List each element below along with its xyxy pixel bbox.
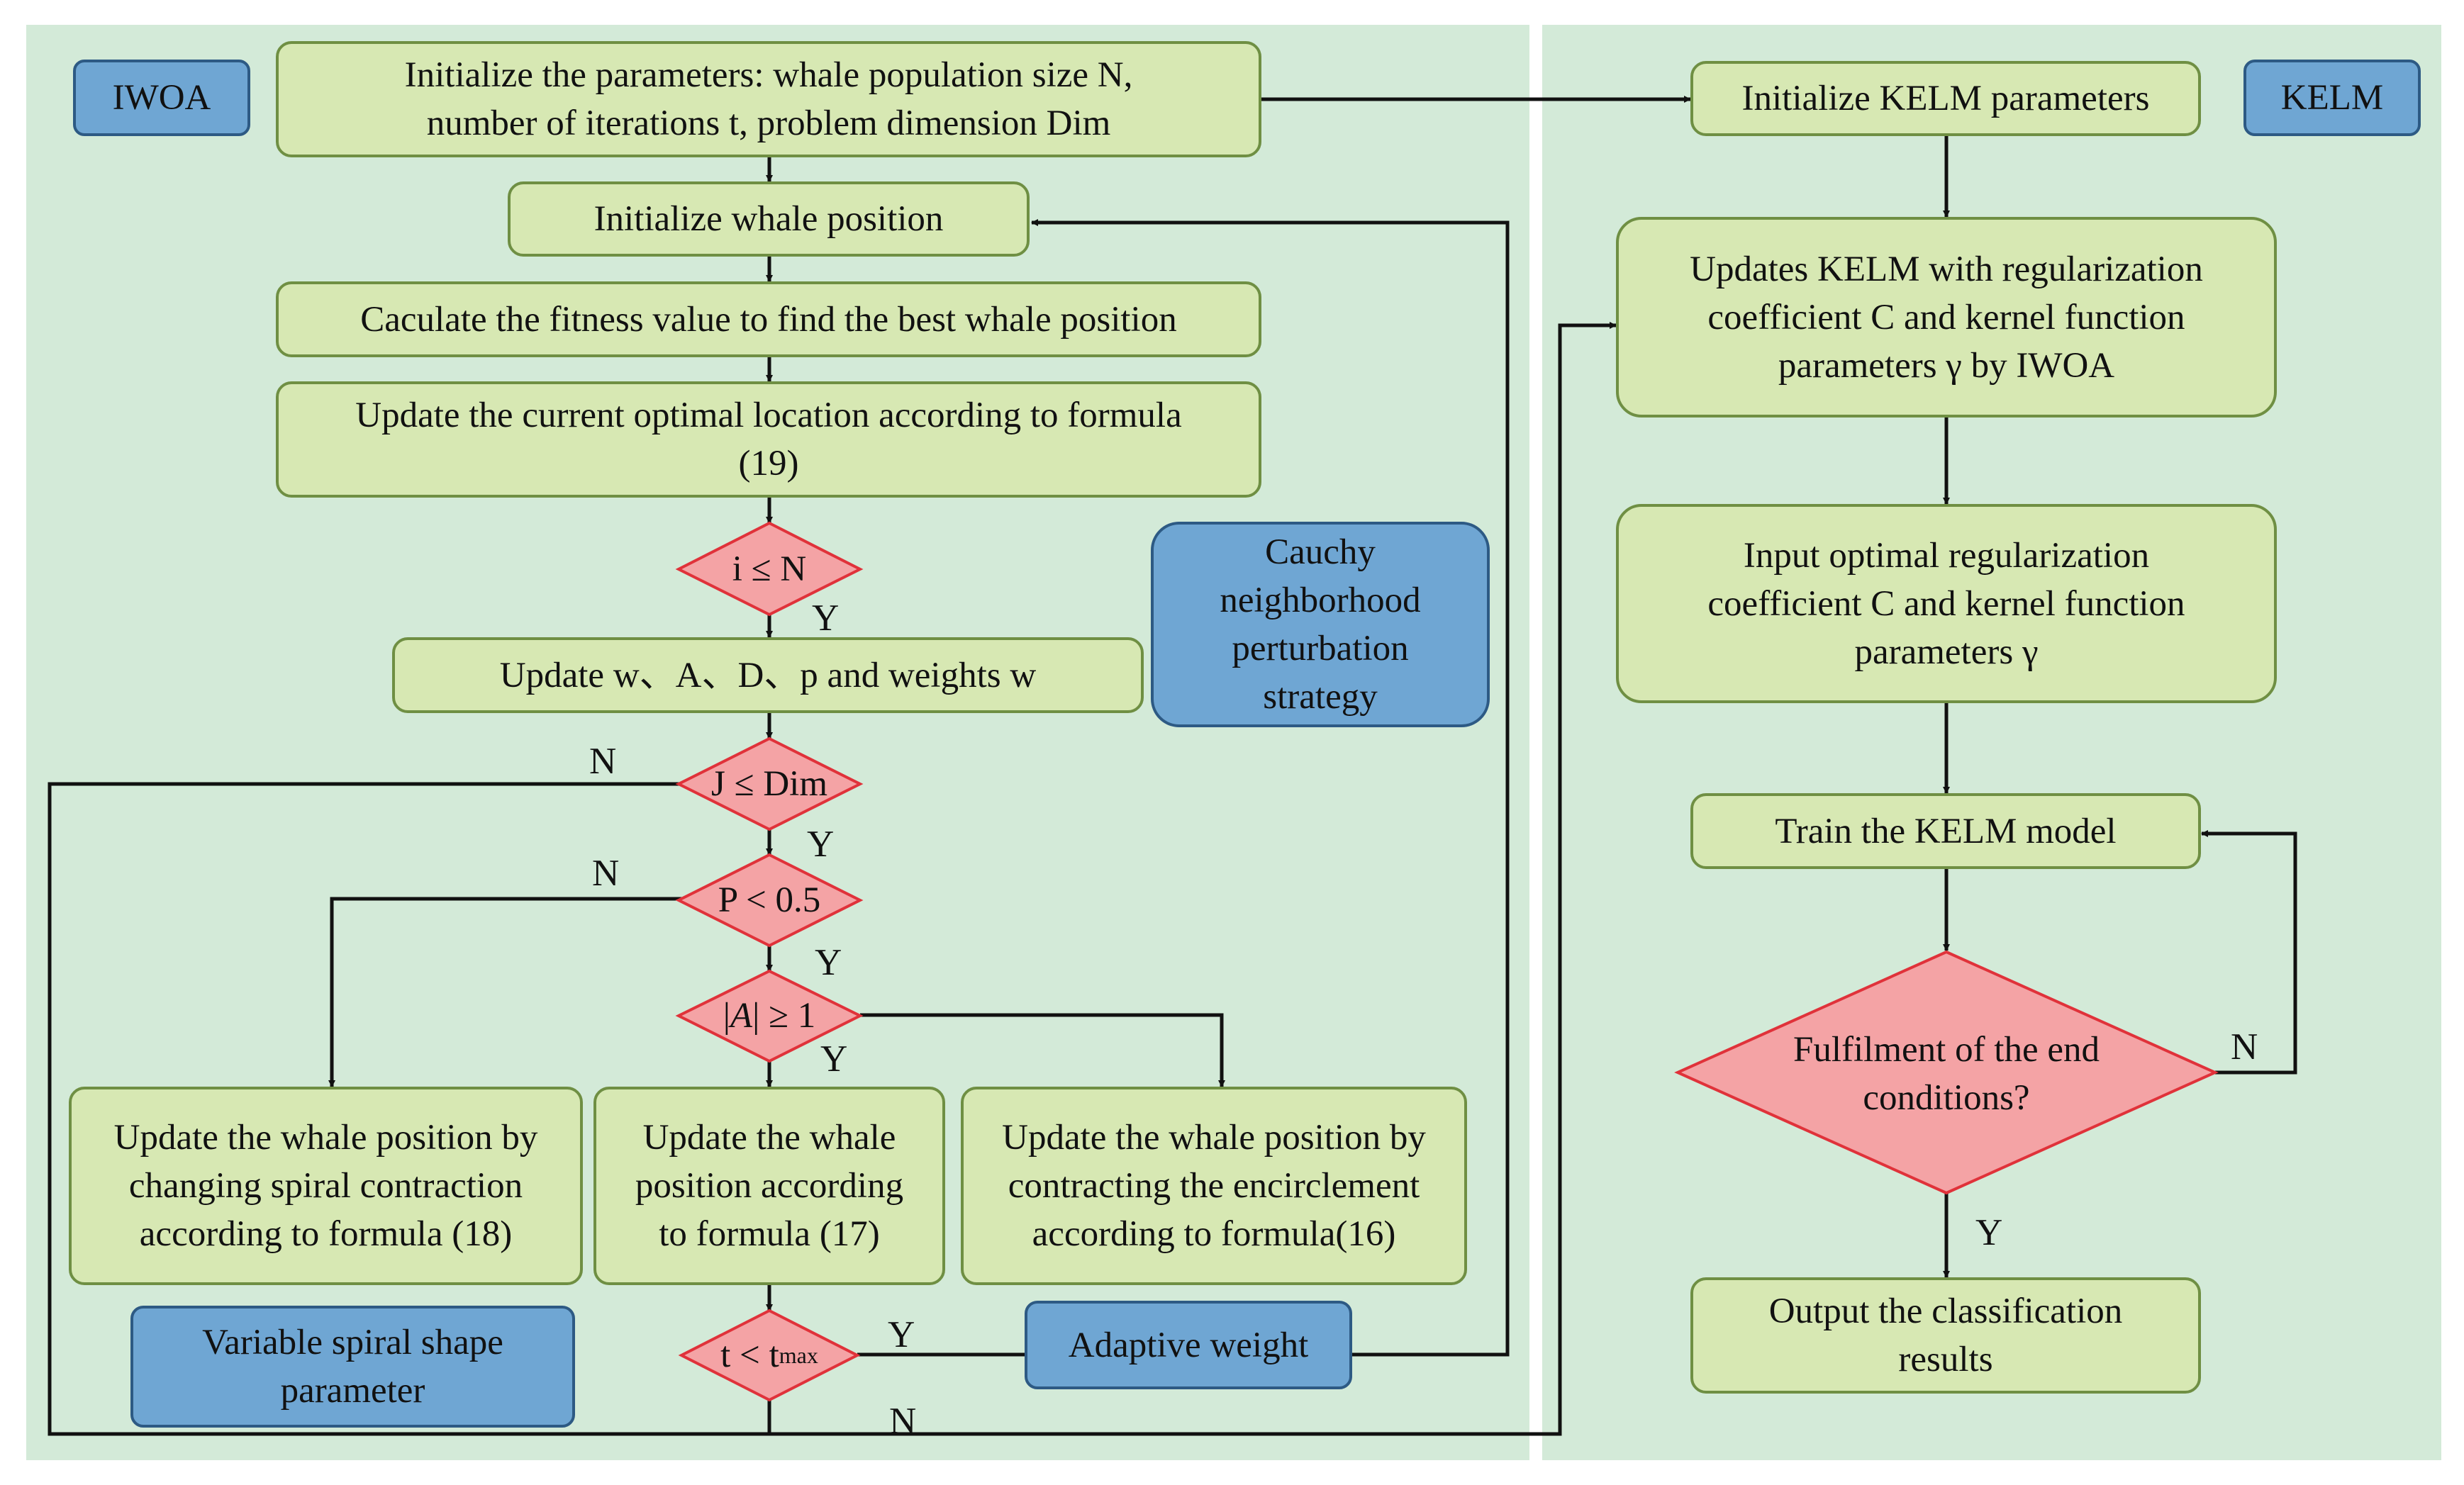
label-n-p: N	[592, 853, 620, 894]
decision-end	[1674, 950, 2219, 1195]
kelm-input-line2: coefficient C and kernel function	[1707, 583, 2185, 624]
decision-a-right: | ≥ 1	[752, 996, 816, 1036]
kelm-update-line2: coefficient C and kernel function	[1707, 297, 2185, 337]
init-parameters-box: Initialize the parameters: whale populat…	[276, 41, 1261, 157]
arrow-t-no-to-kelm	[767, 322, 1617, 1436]
cauchy-strategy-line4: strategy	[1263, 677, 1378, 717]
spiral-update-box: Update the whale position by changing sp…	[69, 1087, 583, 1285]
label-y-p: Y	[815, 942, 842, 983]
label-y-j: Y	[807, 824, 835, 865]
arrow-a-no-to-encircle	[860, 1013, 1225, 1087]
spiral-update-line1: Update the whale position by	[113, 1118, 538, 1158]
update-parameters-box: Update w、A、D、p and weights w	[392, 637, 1144, 713]
arrow-adaptive-to-position	[1031, 219, 1510, 1357]
kelm-output-line1: Output the classification	[1768, 1291, 2123, 1331]
arrow-end-no-to-train	[2201, 830, 2297, 1075]
formula17-update-line3: to formula (17)	[659, 1214, 880, 1254]
label-y-i: Y	[812, 598, 840, 639]
decision-j-dim-label: J ≤ Dim	[710, 764, 827, 804]
update-optimal-line2: (19)	[738, 444, 799, 483]
label-n-end: N	[2231, 1026, 2258, 1067]
formula17-update-line2: position according	[635, 1166, 904, 1206]
arrow-j-no-down	[48, 782, 769, 1436]
spiral-update-line3: according to formula (18)	[139, 1214, 513, 1254]
label-y-t: Y	[888, 1314, 915, 1355]
init-parameters-line1: Initialize the parameters: whale populat…	[404, 55, 1133, 95]
kelm-input-line3: parameters γ	[1854, 632, 2039, 672]
kelm-input-line1: Input optimal regularization	[1743, 535, 2150, 576]
spiral-parameter-line1: Variable spiral shape	[202, 1323, 503, 1362]
adaptive-weight-note: Adaptive weight	[1025, 1301, 1352, 1389]
calc-fitness-box: Caculate the fitness value to find the b…	[276, 281, 1261, 357]
spiral-parameter-note: Variable spiral shape parameter	[130, 1306, 575, 1428]
kelm-train-box: Train the KELM model	[1690, 793, 2201, 869]
decision-end-line1: Fulfilment of the end	[1793, 1030, 2100, 1070]
cauchy-strategy-line1: Cauchy	[1265, 532, 1376, 572]
init-position-box: Initialize whale position	[508, 181, 1030, 257]
kelm-update-box: Updates KELM with regularization coeffic…	[1616, 217, 2277, 418]
update-optimal-box: Update the current optimal location acco…	[276, 381, 1261, 498]
kelm-update-line3: parameters γ by IWOA	[1778, 345, 2115, 386]
kelm-update-line1: Updates KELM with regularization	[1690, 249, 2203, 289]
label-n-t: N	[889, 1401, 917, 1442]
label-y-a: Y	[820, 1038, 848, 1080]
kelm-output-line2: results	[1898, 1340, 1993, 1379]
update-optimal-line1: Update the current optimal location acco…	[355, 396, 1182, 435]
kelm-badge: KELM	[2243, 60, 2421, 136]
decision-p-label: P < 0.5	[718, 880, 821, 920]
label-n-j: N	[589, 741, 617, 782]
iwoa-badge: IWOA	[73, 60, 250, 136]
decision-a-label: |A| ≥ 1	[679, 992, 860, 1040]
decision-end-label: Fulfilment of the end conditions?	[1751, 1024, 2141, 1123]
spiral-parameter-line2: parameter	[280, 1371, 425, 1411]
label-y-end: Y	[1975, 1212, 2003, 1253]
decision-end-line2: conditions?	[1863, 1078, 2030, 1118]
kelm-input-box: Input optimal regularization coefficient…	[1616, 504, 2277, 703]
cauchy-strategy-line2: neighborhood	[1220, 581, 1421, 620]
decision-t-sub: max	[779, 1343, 818, 1368]
arrow-p-no-to-spiral	[328, 897, 684, 1087]
kelm-output-box: Output the classification results	[1690, 1277, 2201, 1394]
init-parameters-line2: number of iterations t, problem dimensio…	[426, 103, 1111, 143]
decision-a	[675, 969, 864, 1063]
decision-j-dim	[675, 736, 864, 831]
decision-t	[678, 1309, 861, 1402]
decision-a-left: |	[723, 996, 730, 1036]
decision-a-var: A	[730, 996, 753, 1036]
encircle-update-line1: Update the whale position by	[1002, 1118, 1426, 1158]
decision-p	[675, 853, 864, 948]
decision-t-base: t < t	[720, 1335, 779, 1375]
formula17-update-line1: Update the whale	[642, 1118, 896, 1158]
decision-i-n-label: i ≤ N	[732, 549, 807, 589]
kelm-init-box: Initialize KELM parameters	[1690, 61, 2201, 136]
cauchy-strategy-note: Cauchy neighborhood perturbation strateg…	[1151, 522, 1490, 727]
decision-i-n	[675, 521, 864, 617]
encircle-update-box: Update the whale position by contracting…	[961, 1087, 1467, 1285]
spiral-update-line2: changing spiral contraction	[128, 1166, 523, 1206]
encircle-update-line2: contracting the encirclement	[1008, 1166, 1420, 1206]
encircle-update-line3: according to formula(16)	[1032, 1214, 1396, 1254]
formula17-update-box: Update the whale position according to f…	[593, 1087, 945, 1285]
cauchy-strategy-line3: perturbation	[1232, 629, 1409, 668]
